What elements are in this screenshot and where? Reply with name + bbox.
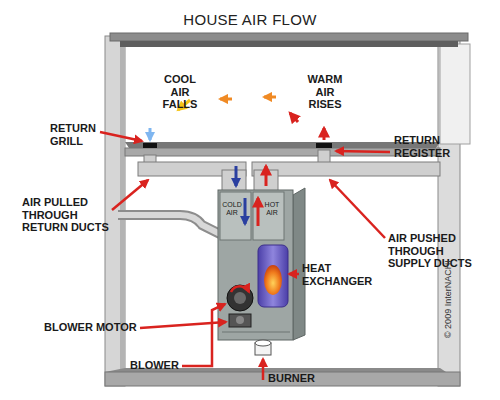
leader-arrow: [336, 151, 390, 152]
part-label: BURNER: [268, 372, 323, 385]
part-label: COOL AIR FALLS: [158, 73, 202, 111]
flue-pipe-shine: [118, 215, 224, 236]
floor-top: [125, 142, 440, 148]
part-label: HOT AIR: [261, 201, 283, 217]
watermark: © 2009 InterNACHI: [443, 249, 453, 349]
basement-floor: [105, 372, 460, 386]
floor-beam: [125, 148, 440, 156]
hot-plenum: [253, 192, 284, 240]
part-label: HEAT EXCHANGER: [302, 262, 377, 287]
blower-wheel: [227, 285, 253, 311]
leader-arrow: [330, 180, 385, 238]
part-label: AIR PUSHED THROUGH SUPPLY DUCTS: [388, 232, 484, 270]
hot-air-arrow: [257, 198, 260, 226]
cold-air-arrow: [244, 198, 247, 224]
leader-arrow: [289, 273, 299, 276]
roof-beam: [110, 33, 468, 41]
diagram-title: HOUSE AIR FLOW: [0, 11, 500, 28]
blower-arrow: [231, 286, 249, 292]
blower-hub: [234, 292, 246, 304]
part-label: BLOWER MOTOR: [44, 321, 144, 334]
supply-flow-arrow: [265, 166, 268, 186]
warm-air-arrow: [290, 113, 298, 122]
motor-shaft: [236, 316, 244, 324]
leader-arrow: [100, 132, 142, 141]
part-label: RETURN GRILL: [50, 122, 110, 147]
burner-top: [255, 340, 271, 346]
return-plenum-duct: [222, 170, 246, 192]
part-label: WARM AIR RISES: [300, 73, 350, 111]
return-air-arrow: [149, 128, 152, 140]
register: [316, 143, 332, 148]
leader-arrow: [262, 359, 265, 380]
supply-duct: [252, 162, 440, 176]
leader-arrow: [112, 180, 148, 210]
blower-motor: [229, 314, 251, 327]
furnace-body: [218, 190, 293, 340]
part-label: BLOWER: [130, 359, 185, 372]
part-label: AIR PULLED THROUGH RETURN DUCTS: [22, 196, 117, 234]
roof-beam-face: [120, 41, 458, 47]
air-flow-arrow: [264, 96, 276, 99]
heat-exchanger: [258, 245, 288, 307]
cold-plenum: [220, 192, 251, 240]
return-grill: [143, 143, 157, 148]
wall-panel: [440, 44, 470, 144]
return-flow-arrow: [235, 166, 238, 186]
register-air-arrow: [323, 128, 326, 140]
leader-arrow: [182, 304, 225, 366]
part-label: RETURN REGISTER: [394, 134, 464, 159]
air-flow-arrow: [220, 98, 232, 101]
flue-pipe: [118, 215, 224, 236]
part-label: COLD AIR: [220, 201, 244, 217]
furnace-panel-line: [222, 332, 290, 333]
flame: [264, 265, 282, 295]
